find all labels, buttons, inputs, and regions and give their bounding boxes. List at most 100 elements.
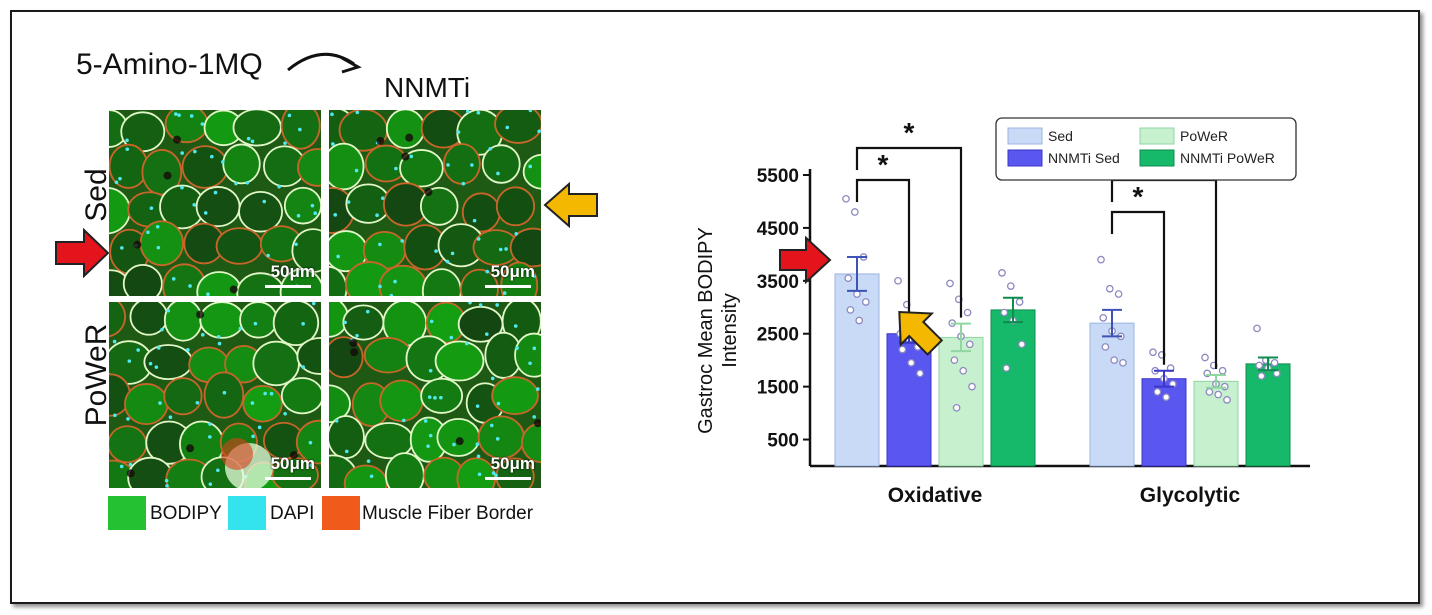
data-point — [861, 298, 870, 306]
y-tick-label: 4500 — [757, 219, 799, 240]
legend-label: NNMTi PoWeR — [1180, 150, 1275, 166]
data-point — [1201, 353, 1209, 362]
scale-bar-label: 50μm — [490, 262, 535, 281]
data-point — [1015, 298, 1024, 306]
data-point — [1105, 284, 1114, 293]
bar-glycolytic-sed — [1089, 322, 1135, 467]
y-tick-label: 2500 — [757, 325, 799, 346]
dapi-label: DAPI — [270, 503, 315, 524]
bar-oxidative-power — [938, 336, 984, 467]
data-point — [907, 358, 916, 367]
y-tick-label: 500 — [767, 431, 799, 452]
x-category-label: Oxidative — [888, 484, 983, 507]
red-arrow-icon — [779, 235, 832, 285]
data-point — [968, 382, 976, 391]
data-point — [946, 279, 954, 288]
data-point — [1002, 364, 1011, 372]
scale-bar — [485, 285, 531, 288]
data-point — [1162, 393, 1171, 402]
data-point — [1253, 324, 1261, 333]
scale-bar — [265, 285, 311, 288]
bar-oxidative-sed — [834, 273, 880, 467]
data-point — [1017, 340, 1026, 349]
significance-star: * — [1133, 181, 1144, 212]
red-arrow-icon — [55, 228, 110, 278]
data-point — [952, 403, 961, 412]
drug-name-label: 5-Amino-1MQ — [76, 48, 263, 81]
data-point — [846, 306, 855, 314]
bar-glycolytic-nnmti-power — [1245, 363, 1291, 467]
bar-oxidative-nnmti-sed — [886, 333, 932, 467]
scale-bar — [485, 477, 531, 480]
data-point — [1223, 396, 1231, 404]
micrograph-sed-control: 50μm — [109, 110, 321, 296]
data-point — [898, 345, 907, 354]
data-point — [965, 340, 974, 349]
legend-label: NNMTi Sed — [1048, 150, 1120, 166]
data-point — [1255, 361, 1264, 370]
data-point — [1114, 290, 1123, 298]
y-tick-label: 1500 — [757, 378, 799, 399]
data-point — [855, 316, 864, 325]
bar-oxidative-nnmti-power — [990, 309, 1036, 467]
scale-bar-label: 50μm — [270, 262, 315, 281]
data-point — [1257, 372, 1266, 380]
legend-swatch — [1007, 149, 1043, 167]
nnmti-column-title: NNMTi — [384, 72, 471, 103]
muscle-fiber-border-label: Muscle Fiber Border — [362, 503, 534, 524]
legend-swatch — [1139, 127, 1175, 145]
data-point — [844, 274, 853, 283]
micrograph-power-nnmti: 50μm — [329, 302, 541, 488]
bodipy-swatch — [108, 496, 146, 530]
micrograph-power-control: 50μm — [109, 302, 321, 488]
data-point — [1101, 343, 1110, 351]
y-tick-label: 5500 — [757, 166, 799, 187]
bodipy-label: BODIPY — [150, 503, 222, 524]
data-point — [1149, 348, 1157, 357]
scale-bar-label: 50μm — [270, 454, 315, 473]
data-point — [1214, 390, 1223, 399]
data-point — [1110, 356, 1119, 365]
significance-bracket — [855, 178, 911, 319]
data-point — [950, 356, 959, 365]
legend-label: Sed — [1048, 128, 1073, 144]
curved-arrow-icon — [287, 52, 362, 74]
legend-swatch — [1007, 127, 1043, 145]
data-point — [1097, 255, 1105, 264]
yellow-arrow-icon — [898, 311, 944, 356]
data-point — [850, 208, 859, 216]
data-point — [998, 269, 1006, 277]
data-point — [894, 276, 902, 285]
micrograph-sed-nnmti: 50μm — [329, 110, 541, 296]
data-point — [916, 369, 924, 378]
data-point — [1270, 358, 1279, 367]
y-tick-label: 3500 — [757, 272, 799, 293]
significance-bracket — [1110, 210, 1166, 365]
data-point — [959, 366, 968, 375]
x-category-label: Glycolytic — [1140, 484, 1241, 507]
muscle-fiber-border-swatch — [322, 496, 360, 530]
data-point — [1119, 358, 1127, 367]
significance-star: * — [878, 149, 889, 180]
yellow-arrow-icon — [543, 182, 598, 228]
data-point — [1000, 308, 1009, 317]
data-point — [1218, 366, 1227, 375]
significance-star: * — [904, 117, 915, 148]
data-point — [1205, 388, 1214, 396]
legend-label: PoWeR — [1180, 128, 1228, 144]
data-point — [842, 194, 850, 203]
data-point — [1006, 282, 1015, 290]
legend-swatch — [1139, 149, 1175, 167]
bar-glycolytic-nnmti-sed — [1141, 378, 1187, 467]
data-point — [963, 308, 972, 317]
significance-bracket — [855, 146, 963, 318]
dapi-swatch — [228, 496, 266, 530]
scale-bar — [265, 477, 311, 480]
data-point — [1099, 314, 1108, 322]
scale-bar-label: 50μm — [490, 454, 535, 473]
data-point — [1220, 382, 1229, 391]
data-point — [1153, 388, 1162, 396]
